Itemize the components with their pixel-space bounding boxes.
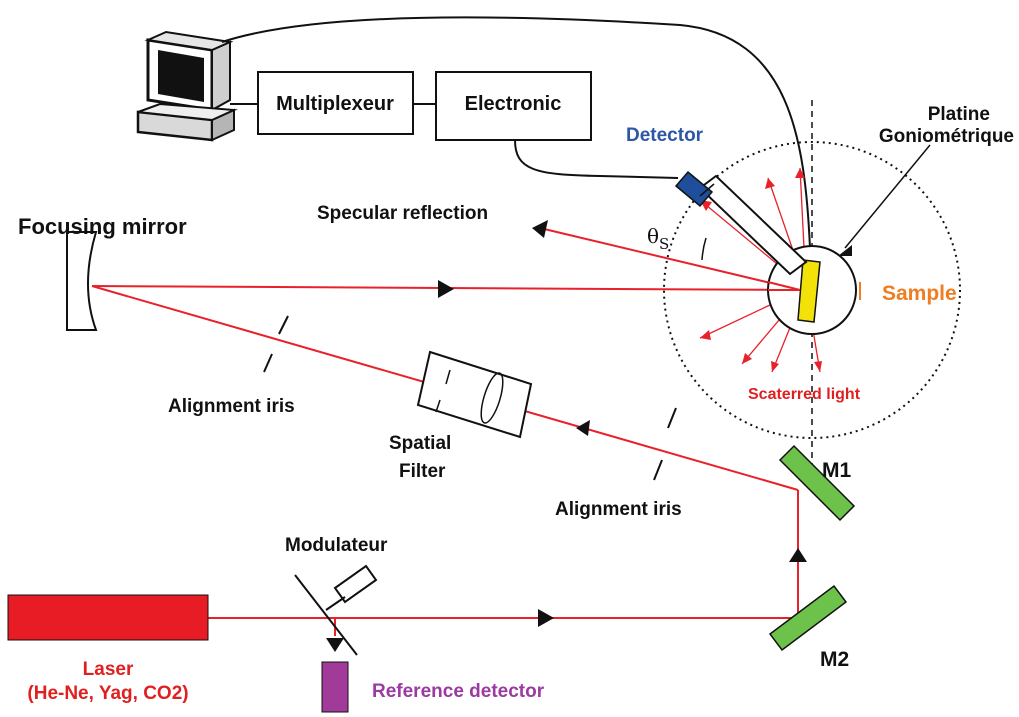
theta-symbol: θS [647, 224, 669, 253]
scattered-light-label: Scaterred light [748, 386, 861, 403]
computer-icon [136, 30, 238, 142]
alignment-iris-left-label: Alignment iris [168, 396, 295, 417]
detector-label: Detector [626, 125, 704, 146]
sample [797, 259, 821, 323]
goniometer-circle [663, 141, 961, 439]
electronic-detector-cable [514, 139, 679, 179]
focusing-mirror [66, 231, 98, 331]
mirror-m1 [778, 444, 856, 522]
modulateur [294, 564, 378, 656]
computer-goniometer-cable [221, 16, 811, 249]
spatial-filter-label-line1: Spatial [389, 433, 451, 454]
platine-label-line2: Goniométrique [879, 126, 1014, 147]
platine-label-line1: Platine [928, 104, 990, 125]
detector [674, 170, 714, 208]
alignment-iris-right-top [667, 407, 677, 429]
sample-label: Sample [882, 282, 957, 305]
theta-arc [701, 237, 707, 261]
laser-source [7, 594, 209, 641]
goniometer-pointer [844, 144, 931, 249]
specular-reflection-label: Specular reflection [317, 203, 488, 224]
reference-detector-label: Reference detector [372, 681, 545, 702]
reference-detector [321, 661, 349, 713]
multiplexeur-box [257, 71, 414, 135]
electronic-box [435, 71, 592, 141]
m2-label: M2 [820, 648, 849, 671]
alignment-iris-left-top [278, 315, 289, 335]
modulateur-label: Modulateur [285, 535, 388, 556]
detector-arm [698, 174, 808, 276]
alignment-iris-left-bottom [263, 353, 273, 373]
focusing-mirror-label: Focusing mirror [18, 214, 187, 239]
m1-label: M1 [822, 459, 851, 482]
beam-direction-arrows [326, 220, 807, 652]
alignment-iris-right-bottom [653, 459, 663, 481]
electronic-label: Electronic [465, 93, 562, 115]
multiplexeur-label: Multiplexeur [276, 93, 394, 115]
mirror-m2 [768, 584, 848, 652]
laser-label-line1: Laser [83, 659, 134, 680]
goniometer-pointer-head [838, 245, 852, 256]
alignment-iris-right-label: Alignment iris [555, 499, 682, 520]
laser-label-line2: (He-Ne, Yag, CO2) [27, 683, 188, 704]
spatial-filter-label-line2: Filter [399, 461, 446, 482]
spatial-filter [416, 350, 533, 439]
